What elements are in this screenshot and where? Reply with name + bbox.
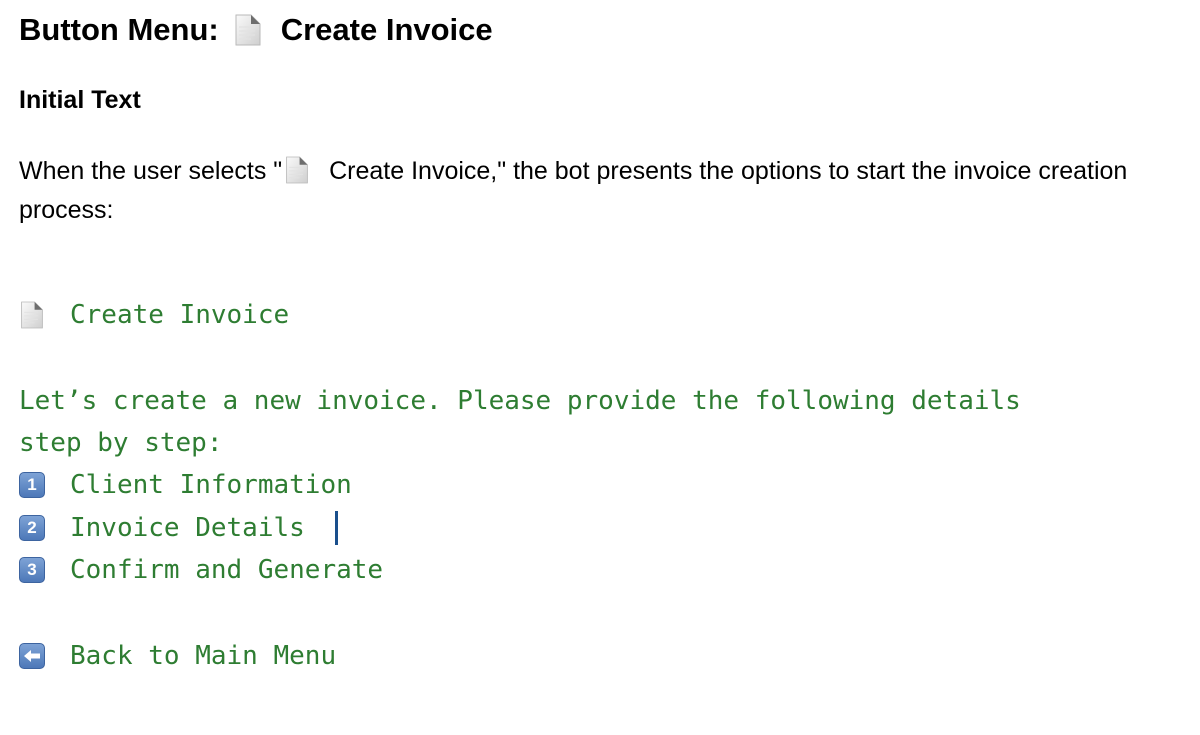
title-prefix: Button Menu: [19, 12, 219, 47]
paragraph-text-after: Create Invoice," the bot presents the op… [19, 157, 1128, 224]
page-facing-up-icon [284, 155, 310, 185]
step-label: Confirm and Generate [70, 555, 384, 585]
step-label: Invoice Details [70, 513, 305, 543]
text-cursor [334, 511, 338, 545]
bot-intro-text-1: Let’s create a new invoice. Please provi… [19, 386, 1021, 416]
page-title: Button Menu: Create Invoice [19, 8, 493, 52]
back-label: Back to Main Menu [70, 641, 337, 671]
keycap-2-icon: 2 [19, 515, 45, 541]
keycap-1-icon: 1 [19, 472, 45, 498]
page-facing-up-icon [19, 300, 45, 330]
title-text: Create Invoice [280, 12, 493, 47]
section-heading: Initial Text [19, 86, 141, 114]
bot-intro-line-1: Let’s create a new invoice. Please provi… [19, 380, 1021, 422]
bot-intro-line-2: step by step: [19, 422, 223, 464]
keycap-3-icon: 3 [19, 557, 45, 583]
list-item[interactable]: 1 Client Information [19, 464, 352, 506]
bot-message-header: Create Invoice [19, 294, 289, 336]
list-item[interactable]: 3 Confirm and Generate [19, 549, 383, 591]
bot-intro-text-2: step by step: [19, 428, 223, 458]
list-item[interactable]: 2 Invoice Details [19, 507, 338, 549]
page-facing-up-icon [233, 13, 263, 47]
back-to-main-menu-button[interactable]: Back to Main Menu [19, 635, 336, 677]
description-paragraph: When the user selects " Create Invoice,"… [19, 152, 1179, 230]
left-arrow-icon [19, 643, 45, 669]
step-label: Client Information [70, 470, 352, 500]
bot-message-header-text: Create Invoice [70, 300, 290, 330]
paragraph-text-before: When the user selects " [19, 157, 283, 185]
